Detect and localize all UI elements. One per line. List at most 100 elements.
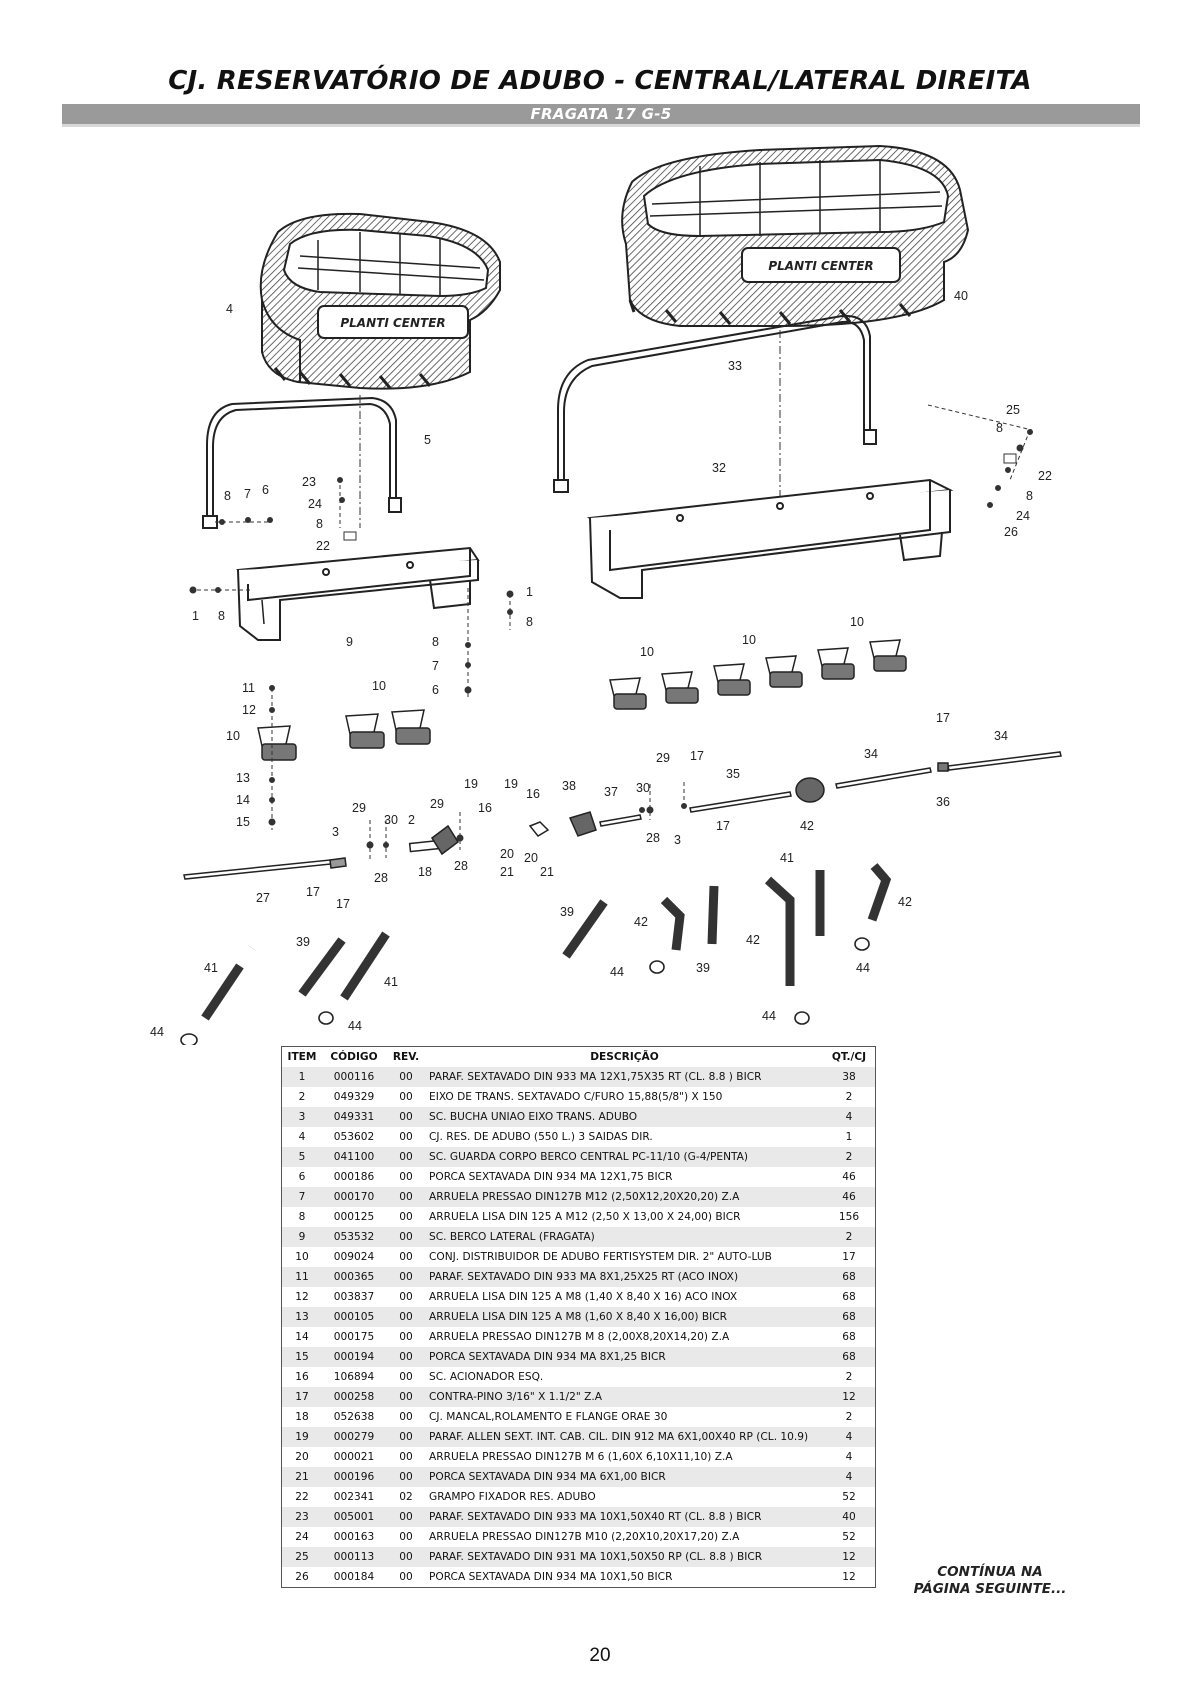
callout-8c: 8 (218, 609, 225, 623)
callout-20b: 20 (524, 851, 538, 865)
col-description: DESCRIÇÃO (426, 1046, 823, 1067)
cell-description: PARAF. SEXTAVADO DIN 933 MA 8X1,25X25 RT… (426, 1267, 823, 1287)
callout-8d: 8 (526, 615, 533, 629)
cell-code: 000365 (322, 1267, 386, 1287)
page-number: 20 (589, 1645, 611, 1666)
cell-qty: 46 (823, 1167, 876, 1187)
cell-description: SC. BUCHA UNIAO EIXO TRANS. ADUBO (426, 1107, 823, 1127)
cell-code: 106894 (322, 1367, 386, 1387)
cell-code: 053602 (322, 1127, 386, 1147)
callout-18: 18 (418, 865, 432, 879)
cell-rev: 00 (386, 1307, 426, 1327)
callout-34b: 34 (994, 729, 1008, 743)
cell-rev: 00 (386, 1107, 426, 1127)
cell-description: CONTRA-PINO 3/16" X 1.1/2" Z.A (426, 1387, 823, 1407)
cell-code: 000105 (322, 1307, 386, 1327)
cell-rev: 00 (386, 1427, 426, 1447)
cell-rev: 00 (386, 1067, 426, 1087)
callout-34a: 34 (864, 747, 878, 761)
cell-code: 000021 (322, 1447, 386, 1467)
callout-9: 9 (346, 635, 353, 649)
callout-10e: 10 (850, 615, 864, 629)
cell-description: PORCA SEXTAVADA DIN 934 MA 6X1,00 BICR (426, 1467, 823, 1487)
cell-code: 000186 (322, 1167, 386, 1187)
guard-rail-left (202, 396, 402, 529)
cell-rev: 00 (386, 1247, 426, 1267)
cell-qty: 12 (823, 1387, 876, 1407)
col-qty: QT./CJ (823, 1046, 876, 1067)
cell-description: SC. BERCO LATERAL (FRAGATA) (426, 1227, 823, 1247)
callout-30a: 30 (384, 813, 398, 827)
cell-item: 6 (281, 1167, 322, 1187)
cell-qty: 68 (823, 1287, 876, 1307)
callout-24: 24 (308, 497, 322, 511)
callout-8e: 8 (432, 635, 439, 649)
cell-code: 053532 (322, 1227, 386, 1247)
cell-description: PORCA SEXTAVADA DIN 934 MA 10X1,50 BICR (426, 1567, 823, 1588)
cell-qty: 46 (823, 1187, 876, 1207)
cell-description: ARRUELA PRESSAO DIN127B M10 (2,20X10,20X… (426, 1527, 823, 1547)
callout-15: 15 (236, 815, 250, 829)
cell-item: 24 (281, 1527, 322, 1547)
continue-line-1: CONTÍNUA NA (937, 1564, 1043, 1580)
cell-qty: 12 (823, 1547, 876, 1567)
callout-5: 5 (424, 433, 431, 447)
cradle-right (586, 478, 954, 599)
cell-item: 13 (281, 1307, 322, 1327)
model-band: FRAGATA 17 G-5 (62, 104, 1140, 127)
col-item: ITEM (281, 1046, 322, 1067)
cell-qty: 4 (823, 1427, 876, 1447)
callout-11: 11 (242, 681, 255, 695)
col-code: CÓDIGO (322, 1046, 386, 1067)
callout-22: 22 (316, 539, 330, 553)
callout-19b: 19 (504, 777, 518, 791)
callout-3a: 3 (332, 825, 339, 839)
cell-qty: 2 (823, 1407, 876, 1427)
cell-description: PARAF. SEXTAVADO DIN 933 MA 12X1,75X35 R… (426, 1067, 823, 1087)
cell-qty: 68 (823, 1307, 876, 1327)
cell-rev: 00 (386, 1227, 426, 1247)
cell-qty: 68 (823, 1347, 876, 1367)
hose-rings (180, 937, 870, 1045)
callout-27: 27 (256, 891, 270, 905)
cell-description: ARRUELA LISA DIN 125 A M8 (1,60 X 8,40 X… (426, 1307, 823, 1327)
cell-code: 009024 (322, 1247, 386, 1267)
cell-code: 003837 (322, 1287, 386, 1307)
drive-shafts (183, 751, 1062, 880)
cell-rev: 00 (386, 1267, 426, 1287)
callout-6b: 6 (432, 683, 439, 697)
cell-rev: 00 (386, 1147, 426, 1167)
distributors (257, 639, 907, 761)
cell-code: 005001 (322, 1507, 386, 1527)
callout-42a: 41 (780, 851, 794, 865)
cell-qty: 40 (823, 1507, 876, 1527)
callout-36: 36 (936, 795, 950, 809)
cell-code: 000184 (322, 1567, 386, 1588)
cell-qty: 52 (823, 1487, 876, 1507)
model-label: FRAGATA 17 G-5 (530, 105, 672, 123)
cell-item: 11 (281, 1267, 322, 1287)
cell-item: 2 (281, 1087, 322, 1107)
cell-qty: 2 (823, 1367, 876, 1387)
callout-14: 14 (236, 793, 250, 807)
callout-41c: 39 (296, 935, 310, 949)
callout-37: 37 (604, 785, 618, 799)
callout-38: 38 (562, 779, 576, 793)
cell-qty: 68 (823, 1327, 876, 1347)
tank-left-logo: PLANTI CENTER (340, 316, 445, 330)
cell-description: SC. GUARDA CORPO BERCO CENTRAL PC-11/10 … (426, 1147, 823, 1167)
cell-item: 20 (281, 1447, 322, 1467)
callout-2: 2 (408, 813, 415, 827)
callout-42b: 41 (204, 961, 218, 975)
